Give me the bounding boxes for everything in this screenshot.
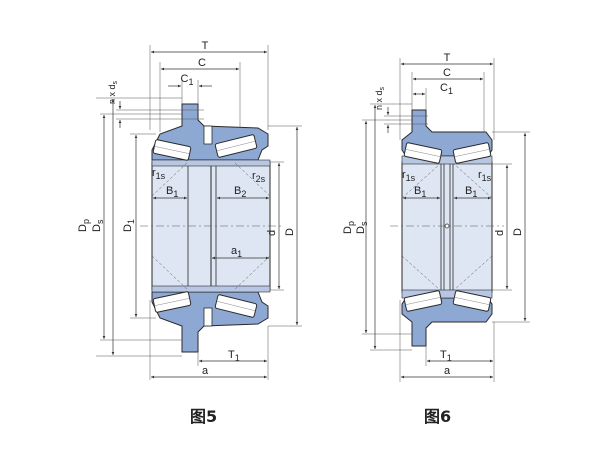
fig5-label-C: C <box>198 57 206 69</box>
fig6-label-T1: T <box>440 349 447 361</box>
fig6-roller-bottom-left <box>403 290 443 312</box>
svg-text:B2: B2 <box>234 185 246 199</box>
fig5-label-C1: C <box>181 73 189 85</box>
fig6-label-a: a <box>444 365 451 377</box>
fig5-label-T1: T <box>228 349 235 361</box>
fig6-label-r1s-left: r <box>402 169 406 181</box>
fig6-label-Ds: D <box>355 226 367 234</box>
fig5-label-B1: B <box>166 185 173 197</box>
fig6-label-D: D <box>512 228 524 236</box>
fig5-label-Ds: D <box>91 224 103 232</box>
fig6-roller-bottom-right <box>452 290 492 312</box>
figure-6: T C C1 n x ds Dp Ds r1s r1s B1 B1 d <box>342 52 530 382</box>
fig6-label-nxds: n x d <box>374 90 384 110</box>
svg-text:Dp: Dp <box>77 219 91 232</box>
fig5-roller-top-right <box>214 134 258 158</box>
fig5-label-Dp: D <box>77 224 89 232</box>
fig6-label-Dp: D <box>342 226 354 234</box>
fig5-label-nxds: n x d <box>107 84 117 104</box>
fig5-bolt-hole-top <box>203 125 213 145</box>
svg-text:D1: D1 <box>122 219 136 232</box>
fig5-label-r1s: r <box>152 167 156 179</box>
fig6-label-C1: C <box>440 82 448 94</box>
svg-text:n x ds: n x ds <box>107 80 119 104</box>
fig5-label-a1: a <box>231 245 238 257</box>
svg-text:n x ds: n x ds <box>374 86 386 110</box>
fig5-label-a: a <box>202 365 209 377</box>
fig6-roller-top-right <box>452 142 492 164</box>
svg-text:T1: T1 <box>440 349 452 363</box>
fig5-label-D: D <box>284 228 296 236</box>
fig6-label-B1-left: B <box>414 185 421 197</box>
svg-text:Ds: Ds <box>355 221 369 234</box>
fig5-label-T: T <box>202 40 209 52</box>
svg-text:B1: B1 <box>465 185 477 199</box>
fig5-label-d: d <box>266 230 278 236</box>
fig6-roller-top-left <box>403 142 443 164</box>
svg-text:a1: a1 <box>231 245 242 259</box>
svg-text:r1s: r1s <box>478 169 492 183</box>
svg-text:C1: C1 <box>440 82 453 96</box>
figure-5: T C C1 n x ds Dp Ds D1 r1s r2s <box>77 40 302 380</box>
fig5-caption: 图5 <box>190 407 218 426</box>
fig6-label-T: T <box>444 52 451 64</box>
fig6-label-C: C <box>443 67 451 79</box>
svg-text:Dp: Dp <box>342 221 356 234</box>
svg-text:r2s: r2s <box>252 170 266 184</box>
fig6-bottom-flange <box>401 297 493 347</box>
svg-text:T1: T1 <box>228 349 240 363</box>
fig6-caption: 图6 <box>424 407 452 426</box>
fig5-roller-bottom-left <box>152 291 192 313</box>
fig5-roller-top-left <box>152 139 192 161</box>
fig5-label-B2: B <box>234 185 241 197</box>
svg-text:r1s: r1s <box>152 167 166 181</box>
fig5-label-r2s: r <box>252 170 256 182</box>
fig6-label-B1-right: B <box>465 185 472 197</box>
svg-text:Ds: Ds <box>91 219 105 232</box>
fig5-bolt-hole-bottom <box>203 307 213 327</box>
svg-text:r1s: r1s <box>402 169 416 183</box>
svg-text:C1: C1 <box>181 73 194 87</box>
fig5-label-D1: D <box>122 224 134 232</box>
svg-text:B1: B1 <box>414 185 426 199</box>
fig6-top-flange <box>401 109 493 157</box>
fig6-label-d: d <box>494 230 506 236</box>
fig6-label-r1s-right: r <box>478 169 482 181</box>
svg-text:B1: B1 <box>166 185 178 199</box>
fig5-roller-bottom-right <box>214 294 258 318</box>
